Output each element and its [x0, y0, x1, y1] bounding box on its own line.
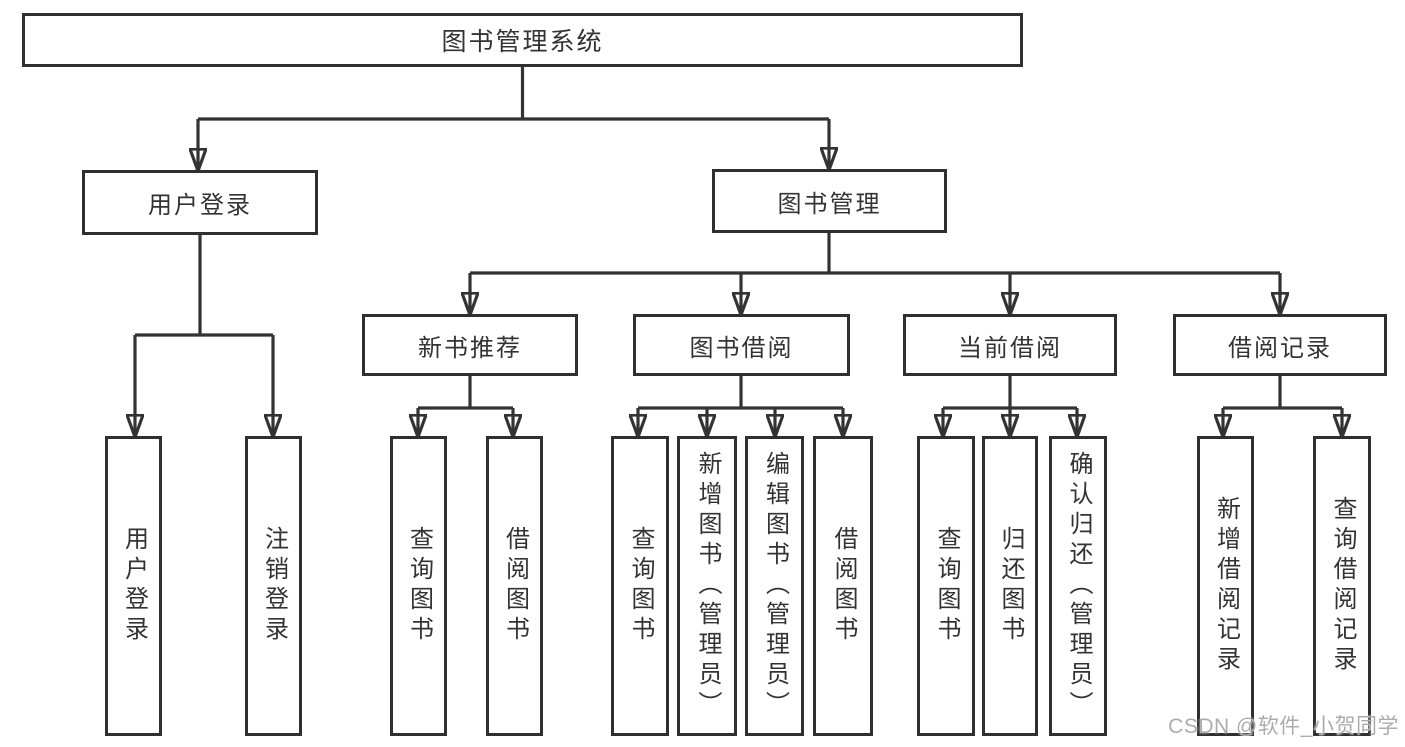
- connector-new-book-recommend-to-leaves: [418, 376, 513, 436]
- leaf-borrow-books: 借阅图书: [813, 436, 873, 736]
- node-new-book-recommend: 新书推荐: [362, 314, 578, 376]
- leaf-add-books-admin: 新增图书（管理员）: [677, 436, 737, 736]
- leaf-return-books: 归还图书: [982, 436, 1038, 736]
- leaf-query-books-borrow: 查询图书: [611, 436, 669, 736]
- connector-book-management-to-level2: [470, 233, 1280, 314]
- leaf-query-borrow-record: 查询借阅记录: [1313, 436, 1371, 736]
- leaf-user-login: 用户登录: [105, 436, 162, 736]
- csdn-watermark: CSDN @软件_小贺同学: [1168, 715, 1399, 738]
- node-new-book-recommend-label: 新书推荐: [418, 334, 522, 362]
- node-book-management-label: 图书管理: [777, 190, 882, 218]
- node-book-management: 图书管理: [712, 169, 947, 233]
- connector-book-borrow-to-leaves: [638, 376, 843, 436]
- leaf-query-books-current: 查询图书: [917, 436, 975, 736]
- node-library-system: 图书管理系统: [22, 13, 1023, 67]
- leaf-add-borrow-record-label: 新增借阅记录: [1212, 496, 1240, 676]
- leaf-query-books-recommend-label: 查询图书: [405, 526, 433, 646]
- leaf-query-borrow-record-label: 查询借阅记录: [1329, 496, 1356, 676]
- leaf-return-books-label: 归还图书: [997, 526, 1024, 646]
- leaf-logout-label: 注销登录: [260, 526, 288, 646]
- node-current-borrow: 当前借阅: [903, 314, 1117, 376]
- leaf-borrow-books-label: 借阅图书: [830, 526, 857, 646]
- leaf-add-books-admin-label: 新增图书（管理员）: [694, 451, 721, 721]
- connector-borrow-records-to-leaves: [1223, 376, 1342, 436]
- node-borrow-records: 借阅记录: [1173, 314, 1387, 376]
- leaf-query-books-current-label: 查询图书: [933, 526, 960, 646]
- leaf-confirm-return-admin: 确认归还（管理员）: [1049, 436, 1107, 736]
- connector-user-login-to-leaves: [135, 235, 273, 436]
- node-book-borrow: 图书借阅: [633, 314, 850, 376]
- leaf-query-books-borrow-label: 查询图书: [627, 526, 654, 646]
- leaf-confirm-return-admin-label: 确认归还（管理员）: [1065, 451, 1092, 721]
- node-book-borrow-label: 图书借阅: [689, 334, 794, 362]
- node-user-login-label: 用户登录: [148, 192, 252, 219]
- leaf-edit-books-admin-label: 编辑图书（管理员）: [761, 451, 789, 721]
- connector-root-to-level1: [198, 67, 829, 170]
- node-library-system-label: 图书管理系统: [441, 28, 604, 56]
- leaf-add-borrow-record: 新增借阅记录: [1197, 436, 1254, 736]
- leaf-borrow-books-recommend-label: 借阅图书: [501, 526, 529, 646]
- leaf-query-books-recommend: 查询图书: [390, 436, 447, 736]
- leaf-logout: 注销登录: [245, 436, 302, 736]
- leaf-user-login-label: 用户登录: [120, 526, 148, 646]
- node-user-login: 用户登录: [82, 170, 318, 235]
- leaf-borrow-books-recommend: 借阅图书: [486, 436, 543, 736]
- connector-current-borrow-to-leaves: [943, 376, 1077, 436]
- node-current-borrow-label: 当前借阅: [958, 334, 1062, 362]
- leaf-edit-books-admin: 编辑图书（管理员）: [745, 436, 804, 736]
- node-borrow-records-label: 借阅记录: [1228, 334, 1332, 362]
